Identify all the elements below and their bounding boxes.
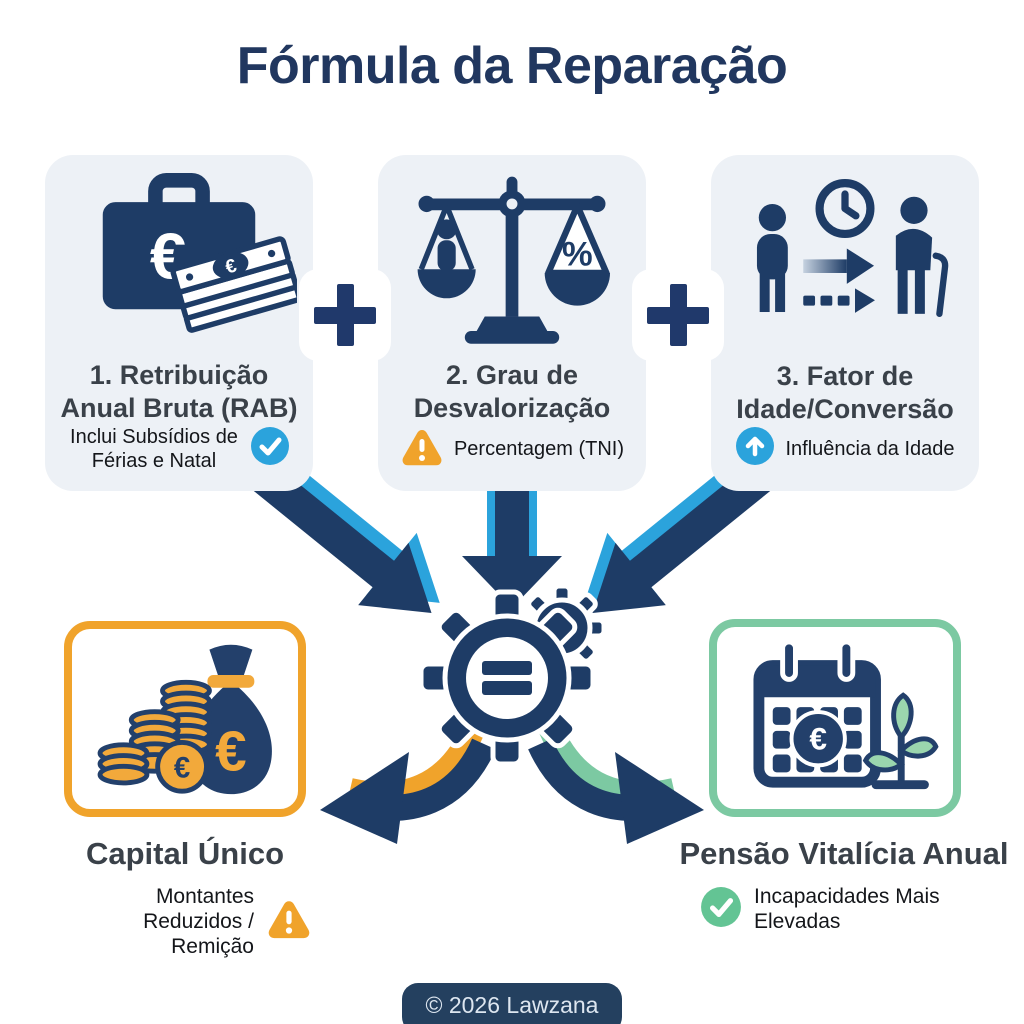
briefcase-euro-cash-icon: € €	[61, 155, 297, 355]
svg-text:€: €	[215, 720, 247, 783]
svg-text:%: %	[562, 236, 593, 274]
check-badge-icon	[250, 426, 290, 471]
warning-badge-icon	[400, 425, 444, 474]
check-badge-icon	[700, 886, 742, 933]
input-card-note: Percentagem (TNI)	[388, 425, 636, 474]
up-arrow-badge-icon	[735, 426, 775, 471]
svg-text:€: €	[809, 720, 827, 756]
calendar-euro-plant-icon: €	[728, 632, 942, 805]
output-box-pensao: €	[709, 619, 961, 817]
calculation-gear-icon	[418, 583, 607, 767]
output-note-pensao: Incapacidades Mais Elevadas	[700, 884, 1000, 934]
output-note-capital: Montantes Reduzidos / Remição	[30, 884, 312, 960]
input-card-fator: 3. Fator de Idade/Conversão Influência d…	[711, 155, 979, 491]
footer-credit: © 2026 Lawzana	[402, 983, 622, 1024]
svg-text:€: €	[174, 751, 190, 784]
output-title-capital: Capital Único	[85, 836, 285, 871]
input-card-rab: € € 1. Retribuição Anual Bruta (RAB) Inc…	[45, 155, 313, 491]
output-box-capital: € €	[64, 621, 306, 817]
output-title-pensao: Pensão Vitalícia Anual	[679, 836, 1009, 871]
warning-badge-icon	[266, 896, 312, 947]
equals-icon	[482, 661, 532, 695]
arrow-output-left	[320, 722, 496, 844]
input-card-title: 3. Fator de Idade/Conversão	[736, 361, 954, 425]
input-card-note: Influência da Idade	[723, 426, 966, 471]
input-card-title: 1. Retribuição Anual Bruta (RAB)	[60, 360, 298, 423]
balance-scale-percent-icon: %	[394, 155, 630, 355]
plus-icon	[300, 270, 390, 360]
plus-icon	[633, 270, 723, 360]
page-title: Fórmula da Reparação	[236, 37, 788, 95]
input-card-note: Inclui Subsídios de Férias e Natal	[56, 425, 302, 473]
money-bag-coins-icon: € €	[80, 634, 290, 805]
person-aging-clock-icon	[727, 155, 963, 356]
input-card-title: 2. Grau de Desvalorização	[413, 360, 611, 423]
input-card-grau: % 2. Grau de Desvalorização Percentagem …	[378, 155, 646, 491]
